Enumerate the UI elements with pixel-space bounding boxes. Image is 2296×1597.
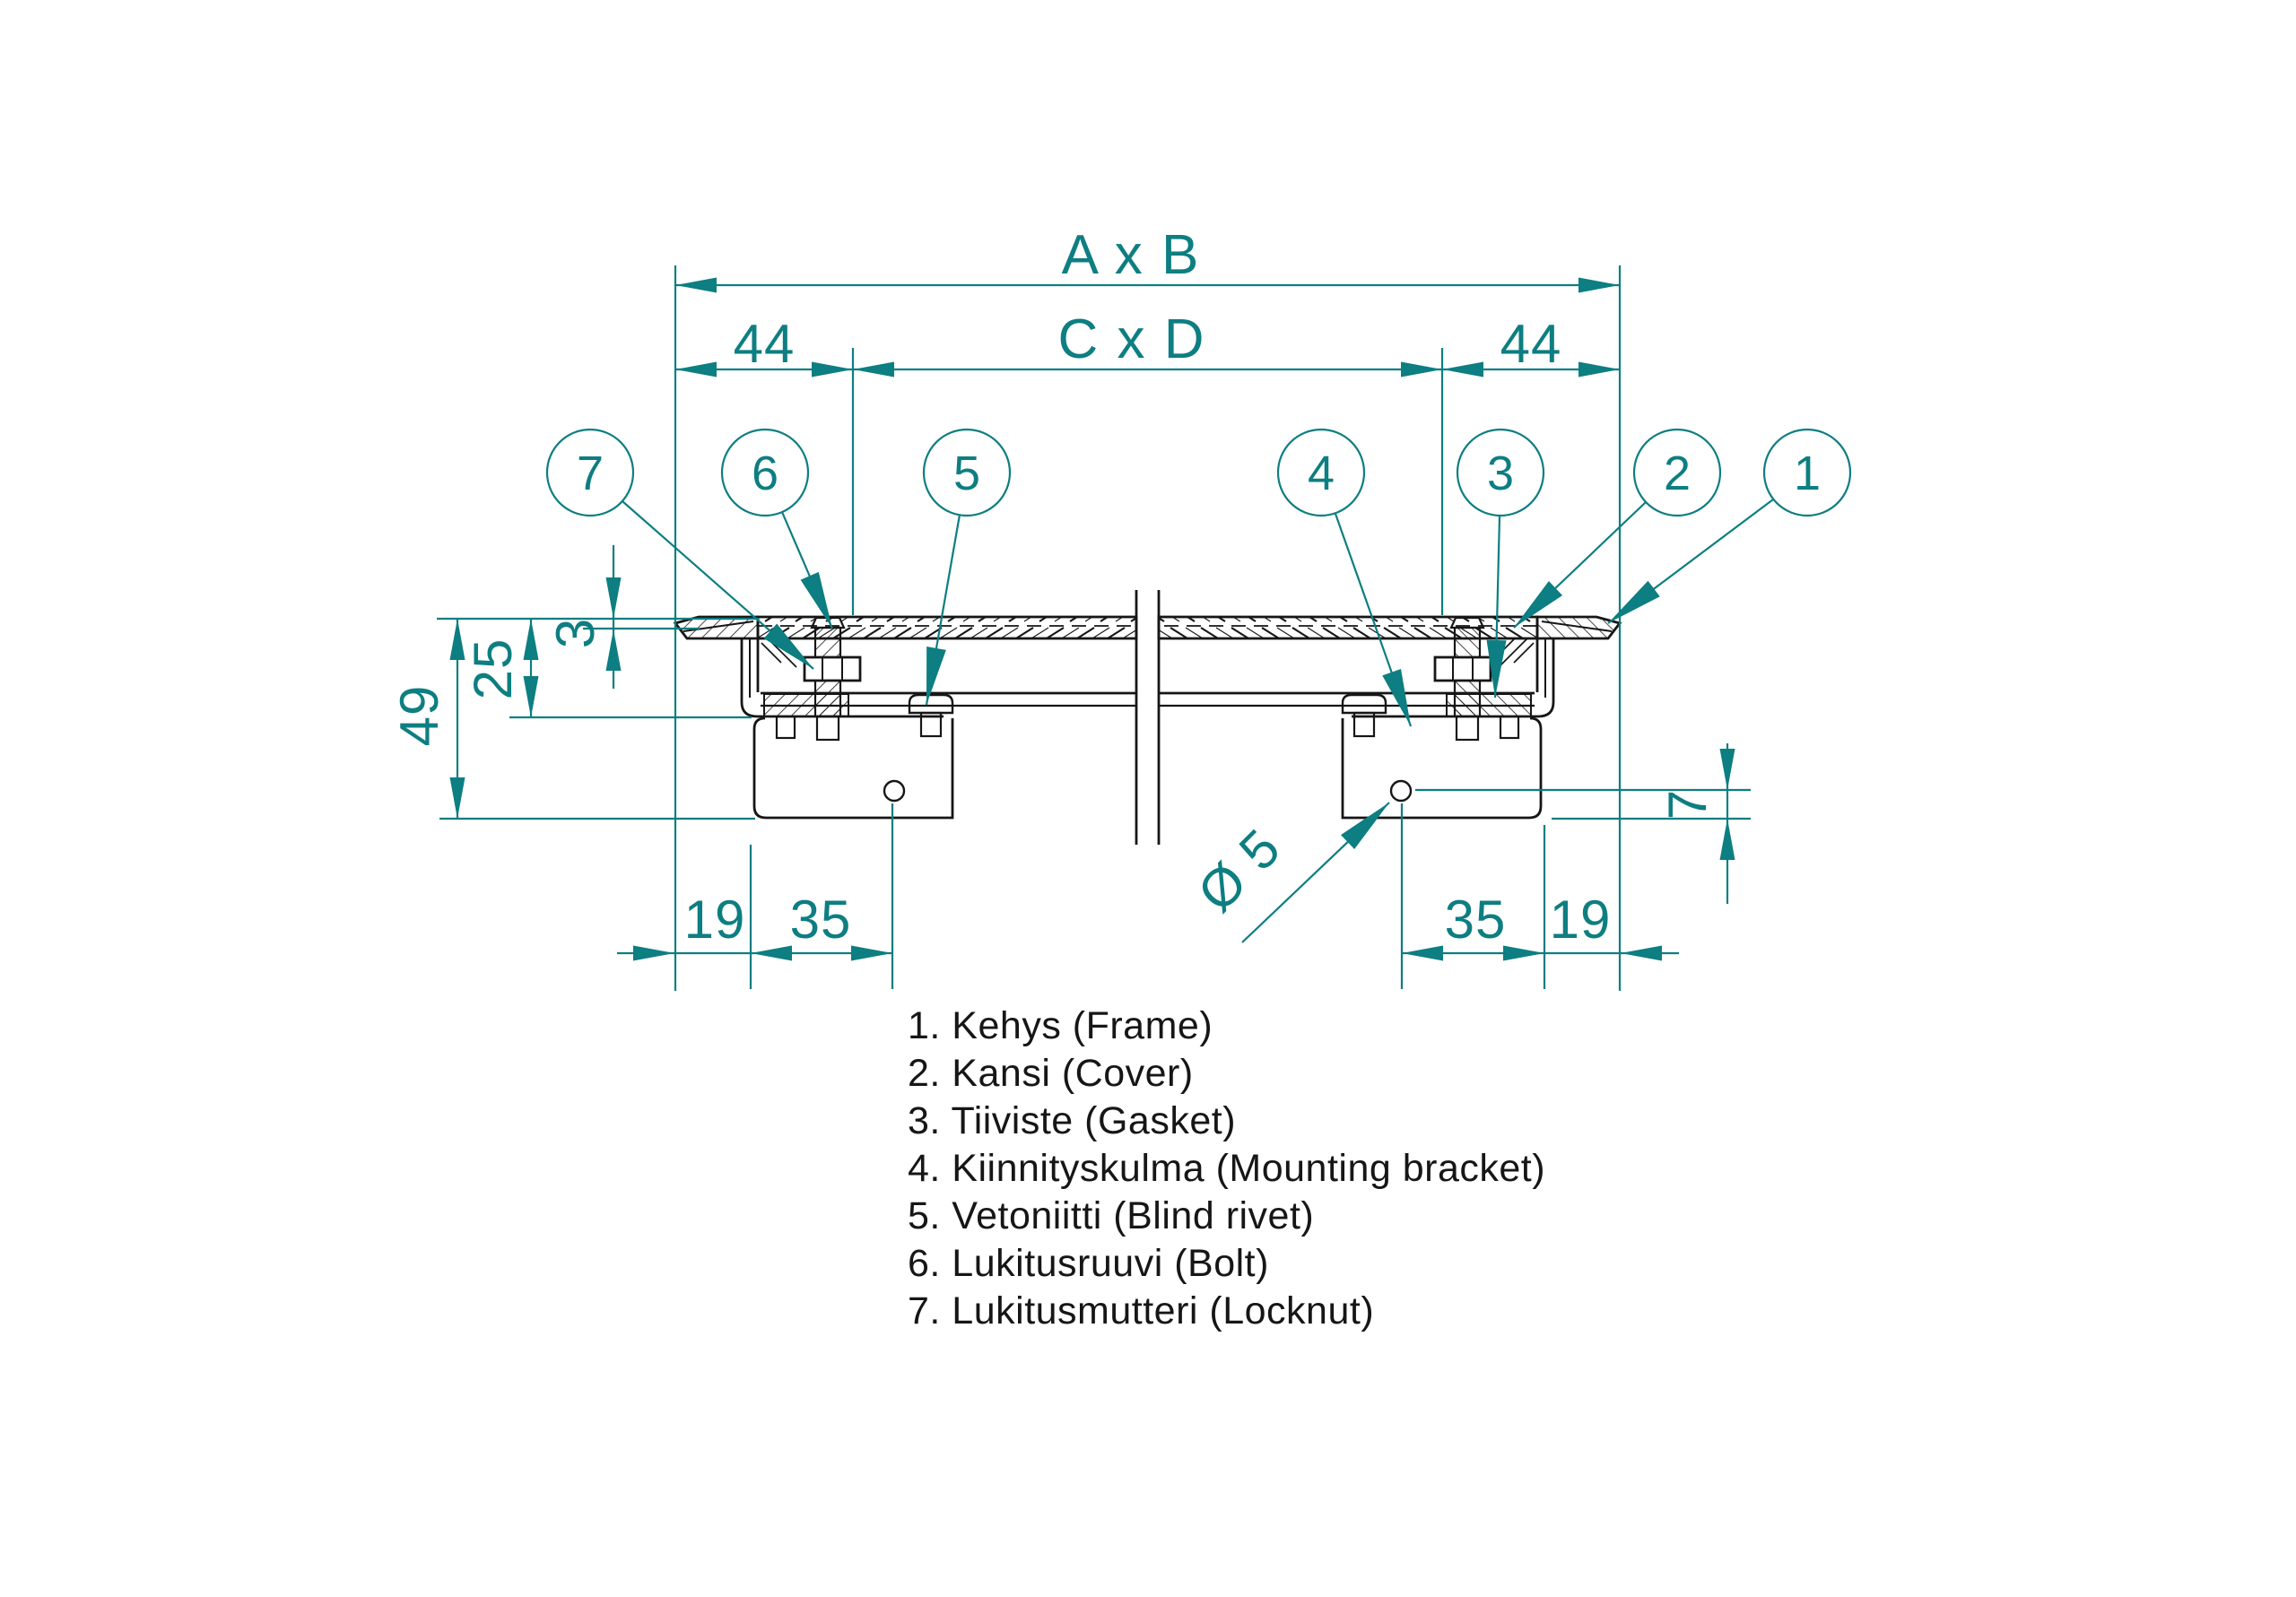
mounting-bracket bbox=[752, 716, 954, 820]
dim-overall-width: A x B bbox=[675, 224, 1620, 293]
dim-label-35-right: 35 bbox=[1445, 890, 1507, 950]
balloon-1-number: 1 bbox=[1794, 447, 1821, 500]
balloon-2-number: 2 bbox=[1664, 447, 1691, 500]
balloon-3-number: 3 bbox=[1487, 447, 1514, 500]
legend-item-2: 2. Kansi (Cover) bbox=[908, 1052, 1194, 1095]
dim-cover-thickness: 3 bbox=[545, 545, 622, 689]
frame-flange-fold-line bbox=[683, 621, 754, 632]
balloon-5: 5 bbox=[917, 428, 1012, 707]
balloon-6-number: 6 bbox=[752, 447, 778, 500]
bolt-end bbox=[815, 715, 840, 742]
bracket-hole bbox=[883, 779, 906, 803]
fastener-stub bbox=[775, 715, 796, 740]
legend-item-3: 3. Tiiviste (Gasket) bbox=[908, 1099, 1236, 1142]
dim-bottom-right: 35 19 bbox=[1402, 890, 1679, 961]
dim-label-7: 7 bbox=[1657, 789, 1718, 820]
balloon-7: 7 bbox=[545, 428, 821, 677]
dimension-layer: A x B C x D 44 44 49 25 bbox=[389, 224, 1751, 991]
rivet-stem bbox=[919, 711, 943, 738]
balloon-2: 2 bbox=[1507, 428, 1722, 635]
balloon-7-number: 7 bbox=[577, 447, 604, 500]
legend-item-7: 7. Lukitusmutteri (Locknut) bbox=[908, 1289, 1374, 1332]
balloon-6: 6 bbox=[720, 428, 842, 633]
balloon-layer: 7 6 5 4 3 2 bbox=[545, 428, 1852, 730]
dim-label-cxd: C x D bbox=[1058, 308, 1206, 370]
legend-item-1: 1. Kehys (Frame) bbox=[908, 1004, 1213, 1047]
balloon-3: 3 bbox=[1456, 428, 1545, 699]
locknut-facets bbox=[822, 657, 843, 681]
legend-item-4: 4. Kiinnityskulma (Mounting bracket) bbox=[908, 1147, 1545, 1190]
legend-item-5: 5. Vetoniitti (Blind rivet) bbox=[908, 1194, 1314, 1237]
dim-label-35-left: 35 bbox=[790, 890, 852, 950]
balloon-4-number: 4 bbox=[1308, 447, 1335, 500]
cross-section-half bbox=[673, 590, 1138, 845]
cross-section-mirrored-half bbox=[1157, 588, 1622, 846]
dim-frame-depth: 25 bbox=[463, 619, 539, 717]
dim-label-axb: A x B bbox=[1062, 224, 1201, 286]
dim-bottom-left: 19 35 bbox=[617, 890, 892, 961]
dim-hole-edge-offset: 7 bbox=[1657, 743, 1735, 904]
dim-label-3: 3 bbox=[545, 618, 605, 648]
dim-opening-width: C x D 44 44 bbox=[675, 308, 1620, 378]
dim-label-25: 25 bbox=[463, 638, 523, 700]
dim-label-dia5: Ø 5 bbox=[1187, 818, 1292, 924]
locknut bbox=[803, 655, 862, 682]
balloon-5-number: 5 bbox=[953, 447, 980, 500]
dim-label-44-left: 44 bbox=[734, 314, 796, 374]
balloon-1: 1 bbox=[1602, 428, 1852, 631]
dim-label-49: 49 bbox=[389, 685, 449, 747]
dim-total-depth: 49 bbox=[389, 619, 465, 819]
legend: 1. Kehys (Frame) 2. Kansi (Cover) 3. Tii… bbox=[908, 1004, 1545, 1332]
rivet-head bbox=[908, 693, 954, 715]
dim-label-19-left: 19 bbox=[684, 890, 746, 950]
frame-outer-wall bbox=[740, 638, 944, 718]
balloon-4: 4 bbox=[1276, 428, 1421, 730]
dim-label-44-right: 44 bbox=[1500, 314, 1562, 374]
dim-label-19-right: 19 bbox=[1550, 890, 1612, 950]
legend-item-6: 6. Lukitusruuvi (Bolt) bbox=[908, 1242, 1269, 1285]
